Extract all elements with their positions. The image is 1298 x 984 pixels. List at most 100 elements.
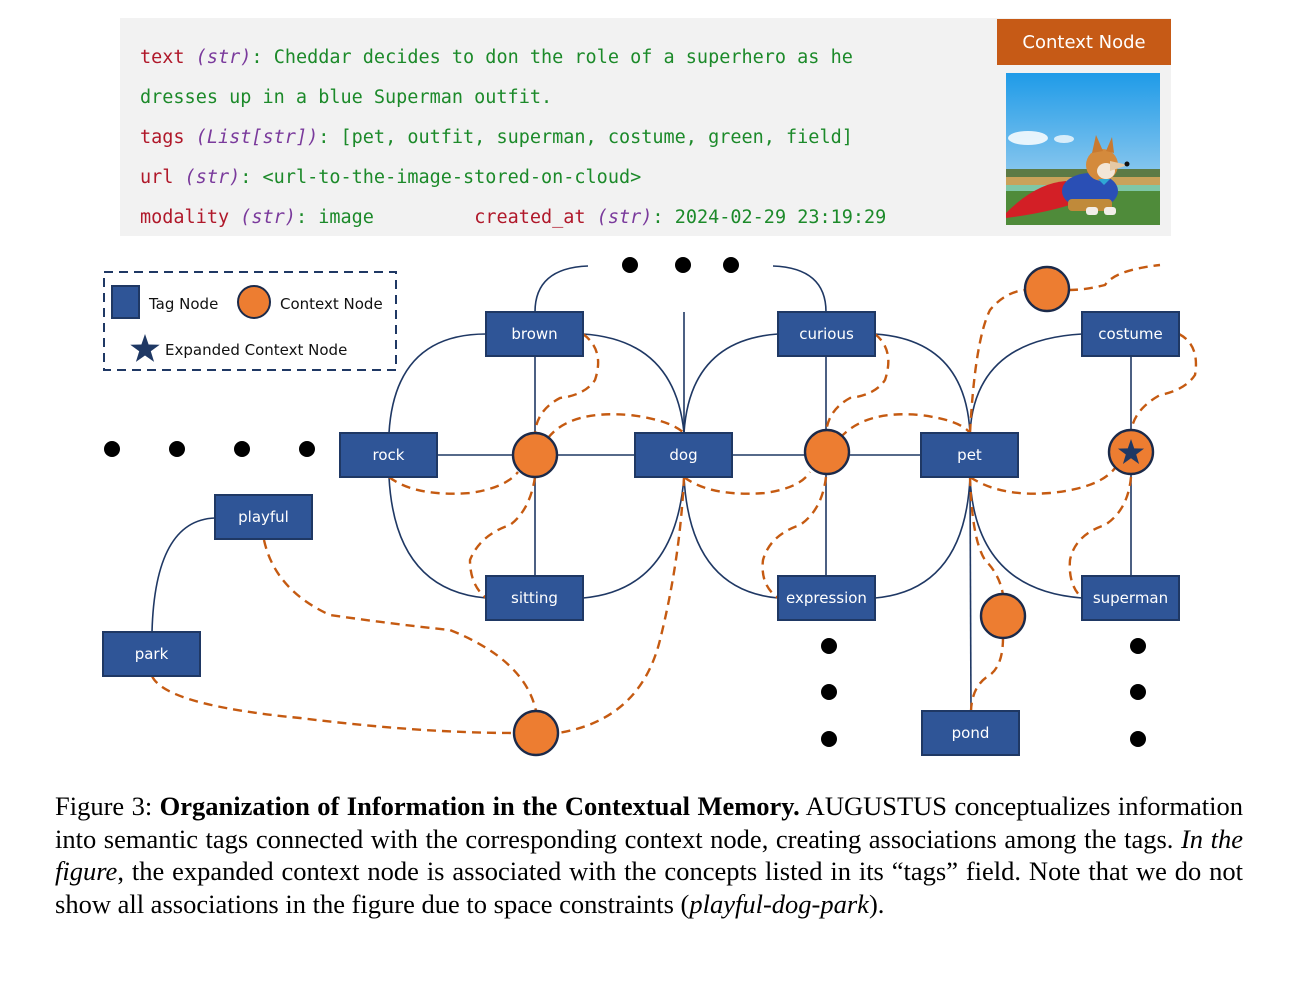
ellipsis-dot <box>234 441 250 457</box>
ellipsis-dot <box>675 257 691 273</box>
ellipsis-dot <box>821 731 837 747</box>
tag-label: playful <box>238 508 289 526</box>
dashed-edge <box>969 467 1116 495</box>
memory-graph: Tag Node Context Node Expanded Context N… <box>102 257 1198 757</box>
field-modality: modality (str): image <box>140 207 374 228</box>
edge <box>388 476 487 599</box>
star-icon <box>130 334 160 362</box>
edge <box>874 333 971 434</box>
dashed-edge <box>968 476 1005 596</box>
tag-node-brown[interactable]: brown <box>485 311 584 357</box>
dashed-edges <box>150 263 1198 735</box>
caption-text: , the expanded context node is associate… <box>55 856 1243 919</box>
field-tags: tags (List[str]): [pet, outfit, superman… <box>140 127 853 148</box>
tag-node-pond[interactable]: pond <box>921 710 1020 756</box>
context-image <box>1006 73 1160 225</box>
edge <box>151 517 216 633</box>
legend-expanded-context-node: Expanded Context Node <box>165 341 347 359</box>
tag-node-dog[interactable]: dog <box>634 432 733 478</box>
tag-label: park <box>135 645 169 663</box>
edge <box>969 476 1083 599</box>
tag-label: pond <box>952 724 990 742</box>
tag-node-curious[interactable]: curious <box>777 311 876 357</box>
dashed-edge <box>547 413 685 439</box>
tag-node-superman[interactable]: superman <box>1081 575 1180 621</box>
legend-tag-node: Tag Node <box>148 295 218 313</box>
dashed-edge <box>683 471 812 495</box>
context-node[interactable] <box>1023 265 1071 313</box>
edge <box>874 476 971 599</box>
figure-label: Figure 3: <box>55 791 160 821</box>
field-text-continued: dresses up in a blue Superman outfit. <box>140 87 553 108</box>
dashed-edge <box>839 413 971 439</box>
edge <box>388 333 487 434</box>
dashed-edge <box>557 476 686 735</box>
context-node-header: Context Node <box>997 19 1171 65</box>
tag-label: rock <box>373 446 405 464</box>
ellipsis-dot <box>723 257 739 273</box>
edge <box>969 476 972 712</box>
caption-text: AUGUSTUS conceptualizes information into… <box>55 791 1243 854</box>
context-node[interactable] <box>511 431 559 479</box>
edge <box>582 333 685 434</box>
tag-label: expression <box>786 589 867 607</box>
tag-label: curious <box>799 325 854 343</box>
tag-node-rock[interactable]: rock <box>339 432 438 478</box>
field-text: text (str): Cheddar decides to don the r… <box>140 47 853 68</box>
tag-node-pet[interactable]: pet <box>920 432 1019 478</box>
ellipsis-dot <box>104 441 120 457</box>
ellipsis-dot <box>1130 731 1146 747</box>
edge <box>772 265 827 313</box>
field-url: url (str): <url-to-the-image-stored-on-c… <box>140 167 642 188</box>
dashed-edge <box>1068 263 1161 292</box>
context-node-swatch-icon <box>237 285 271 319</box>
tag-label: brown <box>511 325 557 343</box>
tag-node-sitting[interactable]: sitting <box>485 575 584 621</box>
tag-label: sitting <box>511 589 558 607</box>
ellipsis-dot <box>169 441 185 457</box>
tag-node-costume[interactable]: costume <box>1081 311 1180 357</box>
dashed-edge <box>150 675 515 735</box>
caption-italic: In the figure <box>55 823 1243 887</box>
edge <box>534 265 589 313</box>
ellipsis-dot <box>1130 684 1146 700</box>
edge <box>969 333 1083 434</box>
tag-node-expression[interactable]: expression <box>777 575 876 621</box>
dashed-edge <box>824 333 890 434</box>
dashed-edge <box>388 471 519 495</box>
ellipsis-dot <box>1130 638 1146 654</box>
legend-context-node: Context Node <box>280 295 383 313</box>
tag-node-park[interactable]: park <box>102 631 201 677</box>
edge <box>582 476 685 599</box>
caption-title: Organization of Information in the Conte… <box>159 791 800 821</box>
dashed-edge <box>968 288 1026 434</box>
edge <box>683 476 779 599</box>
caption-text: ). <box>868 888 885 919</box>
ellipsis-dots <box>104 257 1146 747</box>
dashed-edge <box>1129 332 1198 434</box>
context-nodes <box>511 265 1155 757</box>
tag-node-playful[interactable]: playful <box>214 494 313 540</box>
ellipsis-dot <box>821 638 837 654</box>
tag-label: superman <box>1093 589 1168 607</box>
edge <box>683 333 779 434</box>
context-node[interactable] <box>803 428 851 476</box>
corgi-superman-image <box>1006 73 1160 225</box>
ellipsis-dot <box>821 684 837 700</box>
tag-label: costume <box>1098 325 1162 343</box>
context-node[interactable] <box>979 592 1027 640</box>
tag-node-swatch-icon <box>111 285 140 319</box>
dashed-edge <box>262 539 538 712</box>
caption-italic: playful-dog-park <box>689 888 869 919</box>
ellipsis-dot <box>622 257 638 273</box>
record-fields: text (str): Cheddar decides to don the r… <box>140 38 886 238</box>
dashed-edge <box>969 637 1005 712</box>
expanded-star-icon <box>1117 439 1145 464</box>
context-record-panel: text (str): Cheddar decides to don the r… <box>120 18 1171 236</box>
tag-nodes: brown curious costume rock dog pet playf… <box>102 311 1180 756</box>
ellipsis-dot <box>299 441 315 457</box>
tag-label: dog <box>669 446 697 464</box>
tag-label: pet <box>957 446 982 464</box>
figure-caption: Figure 3: Organization of Information in… <box>55 790 1243 920</box>
context-node[interactable] <box>512 709 560 757</box>
